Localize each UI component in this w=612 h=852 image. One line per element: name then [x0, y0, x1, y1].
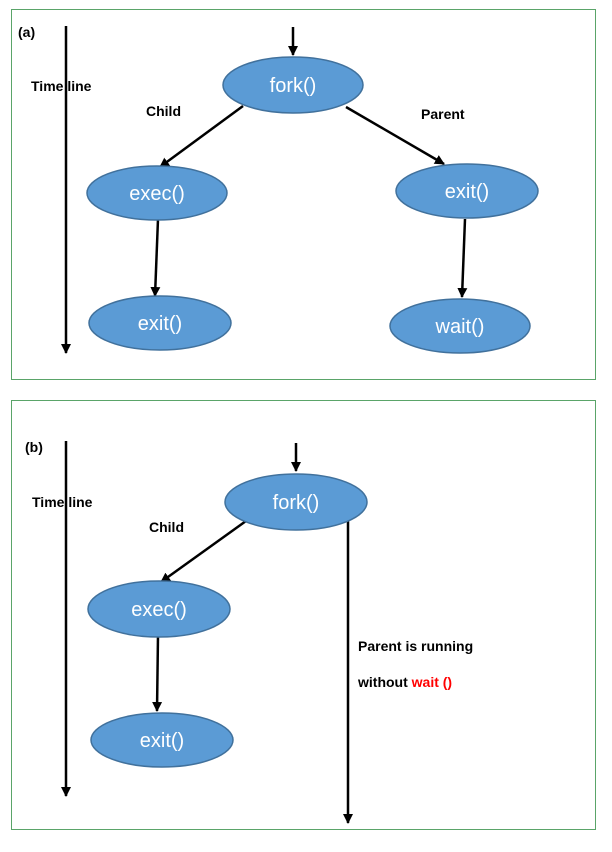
panel-b-wait-highlight: wait () — [411, 674, 452, 690]
panel-b-fork-label: fork() — [273, 492, 320, 514]
panel-a-diagram: (a) Time line Child Parent fork() exec()… — [18, 24, 539, 354]
panel-b-parent-note-line1: Parent is running — [358, 638, 473, 654]
panel-a-exec-node: exec() — [86, 165, 228, 221]
panel-a-parent-exit-node: exit() — [395, 163, 539, 219]
panel-a-child-exit-label: exit() — [138, 313, 182, 335]
panel-a-fork-label: fork() — [270, 75, 317, 97]
panel-b-fork-node: fork() — [224, 473, 368, 531]
panel-a-fork-to-exec-arrow — [159, 104, 244, 169]
panel-b-tag: (b) — [25, 439, 43, 455]
panel-a-exec-to-exit-arrow — [150, 218, 161, 297]
panel-a-timeline-label: Time line — [31, 78, 92, 94]
panel-b-fork-to-exec-arrow — [160, 519, 247, 584]
panel-b-exec-label: exec() — [131, 599, 187, 621]
panel-b-exec-to-exit-arrow — [152, 634, 163, 712]
panel-a-fork-node: fork() — [222, 56, 364, 114]
panel-b-parent-note-line2: without wait () — [357, 674, 452, 690]
panel-b-timeline-label: Time line — [32, 494, 93, 510]
panel-a-child-label: Child — [146, 103, 181, 119]
panel-a-wait-node: wait() — [389, 298, 531, 354]
panel-b-parent-note-prefix: without — [357, 674, 412, 690]
panel-b-child-label: Child — [149, 519, 184, 535]
panel-a-child-exit-node: exit() — [88, 295, 232, 351]
panel-a-exit-to-wait-arrow — [457, 218, 468, 298]
panel-a-exec-label: exec() — [129, 183, 185, 205]
panel-b-child-exit-label: exit() — [140, 730, 184, 752]
panel-a-parent-label: Parent — [421, 106, 465, 122]
panel-a-tag: (a) — [18, 24, 35, 40]
panel-b-diagram: (b) Time line Child Parent is running wi… — [25, 439, 473, 824]
panel-b-child-exit-node: exit() — [90, 712, 234, 768]
panel-a-wait-label: wait() — [435, 316, 485, 338]
panel-b-exec-node: exec() — [87, 580, 231, 638]
panel-a-parent-exit-label: exit() — [445, 181, 489, 203]
panel-a-fork-to-parent-exit-arrow — [345, 105, 445, 166]
